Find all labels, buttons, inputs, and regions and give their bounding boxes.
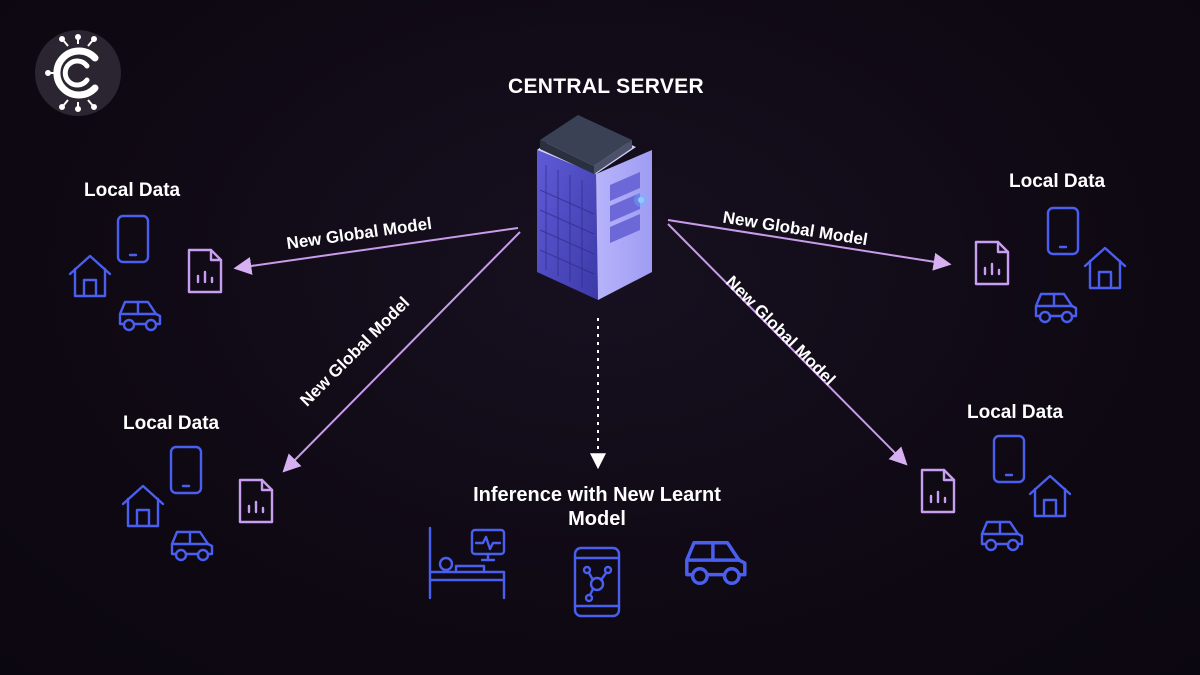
arrow-to-top-right xyxy=(667,219,952,271)
server-icon xyxy=(537,115,652,300)
local-data-label-top-right: Local Data xyxy=(1009,171,1106,192)
car-icon xyxy=(170,530,214,562)
phone-icon xyxy=(116,214,150,264)
central-server-label: CENTRAL SERVER xyxy=(508,75,704,98)
local-data-label-top-left: Local Data xyxy=(84,180,181,201)
house-icon xyxy=(1083,246,1127,290)
house-icon xyxy=(68,254,112,298)
document-chart-icon xyxy=(920,468,956,514)
house-icon xyxy=(1028,474,1072,518)
arrow-to-bottom-left xyxy=(282,231,521,473)
phone-icon xyxy=(992,434,1026,484)
icons-layer xyxy=(68,206,1127,618)
car-icon xyxy=(1034,292,1078,324)
car-icon xyxy=(118,300,162,332)
document-chart-icon xyxy=(974,240,1010,286)
document-chart-icon xyxy=(238,478,274,524)
phone-icon xyxy=(1046,206,1080,256)
circuit-c-logo-icon xyxy=(35,30,121,116)
inference-label: Inference with New Learnt Model xyxy=(473,484,721,530)
hospital-bed-monitor-icon xyxy=(428,526,506,600)
car-icon xyxy=(685,540,747,586)
local-data-label-bottom-right: Local Data xyxy=(967,402,1064,423)
phone-icon xyxy=(169,445,203,495)
local-data-label-bottom-left: Local Data xyxy=(123,413,220,434)
car-icon xyxy=(980,520,1024,552)
arrow-to-top-left xyxy=(233,227,519,275)
arrow-to-bottom-right xyxy=(667,223,908,466)
phone-network-icon xyxy=(573,546,621,618)
house-icon xyxy=(121,484,165,528)
document-chart-icon xyxy=(187,248,223,294)
